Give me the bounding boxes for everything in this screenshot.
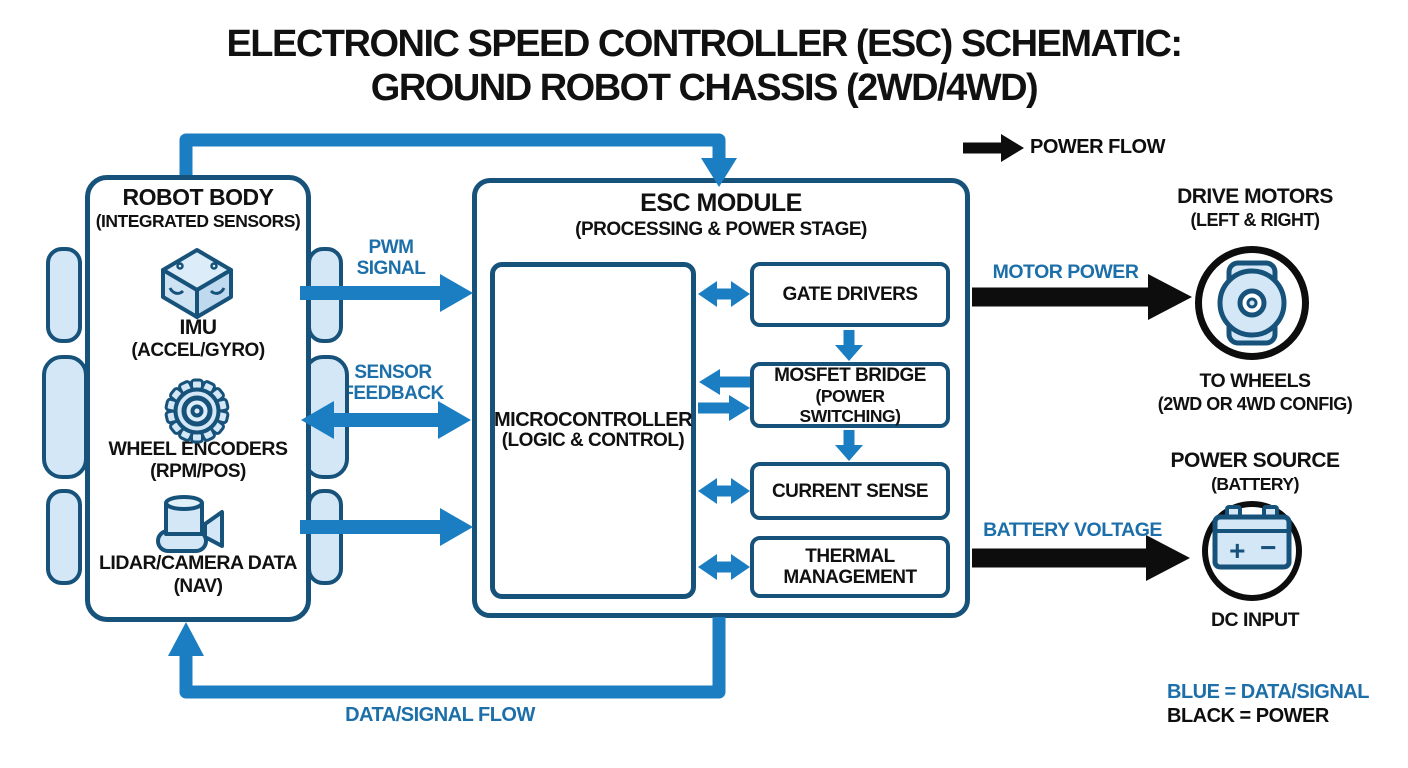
wheel-encoders-label: WHEEL ENCODERS bbox=[108, 438, 289, 460]
drive-motors-title: DRIVE MOTORS bbox=[1177, 185, 1333, 208]
sensor-feedback-label-line2: FEEDBACK bbox=[342, 383, 444, 404]
imu-sublabel: (ACCEL/GYRO) bbox=[131, 340, 265, 361]
lidar-camera-label: LIDAR/CAMERA DATA bbox=[98, 552, 298, 574]
gate-drivers-label: GATE DRIVERS bbox=[782, 284, 918, 305]
page-title-line-1: ELECTRONIC SPEED CONTROLLER (ESC) SCHEMA… bbox=[226, 23, 1183, 65]
power-source-circle bbox=[1202, 501, 1302, 601]
mosfet-bridge-label: MOSFET BRIDGE bbox=[774, 364, 926, 386]
mosfet-bridge-sublabel: (POWER SWITCHING) bbox=[799, 385, 901, 426]
esc-module-title: ESC MODULE bbox=[640, 189, 802, 217]
legend-black-key: BLACK = POWER bbox=[1167, 705, 1329, 727]
mosfet-bridge-box: MOSFET BRIDGE (POWER SWITCHING) bbox=[750, 362, 950, 428]
page-title-line-2: GROUND ROBOT CHASSIS (2WD/4WD) bbox=[370, 67, 1039, 109]
gate-drivers-box: GATE DRIVERS bbox=[750, 262, 950, 327]
battery-voltage-arrow bbox=[972, 535, 1190, 581]
wheel bbox=[307, 247, 343, 343]
pwm-signal-label-line1: PWM bbox=[368, 237, 414, 258]
power-source-subtitle: (BATTERY) bbox=[1211, 474, 1299, 494]
bottom-data-loop-arrow bbox=[168, 617, 726, 699]
wheel bbox=[46, 489, 82, 585]
current-sense-label: CURRENT SENSE bbox=[771, 480, 929, 502]
imu-label: IMU bbox=[179, 316, 218, 339]
lidar-camera-sublabel: (NAV) bbox=[173, 576, 223, 597]
esc-module-subtitle: (PROCESSING & POWER STAGE) bbox=[575, 219, 867, 240]
legend-blue-key: BLUE = DATA/SIGNAL bbox=[1167, 681, 1369, 703]
wheel bbox=[42, 355, 88, 479]
sensor-feedback-label-line1: SENSOR bbox=[354, 362, 432, 383]
motor-power-label: MOTOR POWER bbox=[992, 261, 1139, 283]
microcontroller-box: MICROCONTROLLER (LOGIC & CONTROL) bbox=[490, 262, 696, 599]
robot-body-title: ROBOT BODY bbox=[122, 184, 274, 210]
thermal-management-label: THERMAL MANAGEMENT bbox=[783, 546, 917, 588]
drive-motor-circle bbox=[1195, 246, 1309, 360]
data-signal-flow-label: DATA/SIGNAL FLOW bbox=[345, 704, 535, 726]
thermal-management-box: THERMAL MANAGEMENT bbox=[750, 536, 950, 598]
current-sense-box: CURRENT SENSE bbox=[750, 462, 950, 520]
dc-input-caption: DC INPUT bbox=[1210, 609, 1300, 631]
power-source-title: POWER SOURCE bbox=[1170, 449, 1340, 472]
wheel bbox=[307, 489, 343, 585]
microcontroller-label: MICROCONTROLLER bbox=[493, 409, 693, 431]
power-flow-legend-arrow bbox=[963, 134, 1024, 162]
wheel-config-caption: (2WD OR 4WD CONFIG) bbox=[1157, 394, 1353, 414]
microcontroller-sublabel: (LOGIC & CONTROL) bbox=[501, 430, 685, 451]
battery-voltage-label: BATTERY VOLTAGE bbox=[983, 519, 1162, 541]
robot-body-subtitle: (INTEGRATED SENSORS) bbox=[95, 211, 301, 231]
power-flow-legend-label: POWER FLOW bbox=[1030, 136, 1165, 158]
pwm-signal-label-line2: SIGNAL bbox=[356, 258, 426, 279]
wheel bbox=[46, 247, 82, 343]
to-wheels-caption: TO WHEELS bbox=[1199, 370, 1311, 392]
wheel-encoders-sublabel: (RPM/POS) bbox=[150, 461, 246, 482]
drive-motors-subtitle: (LEFT & RIGHT) bbox=[1190, 210, 1320, 230]
